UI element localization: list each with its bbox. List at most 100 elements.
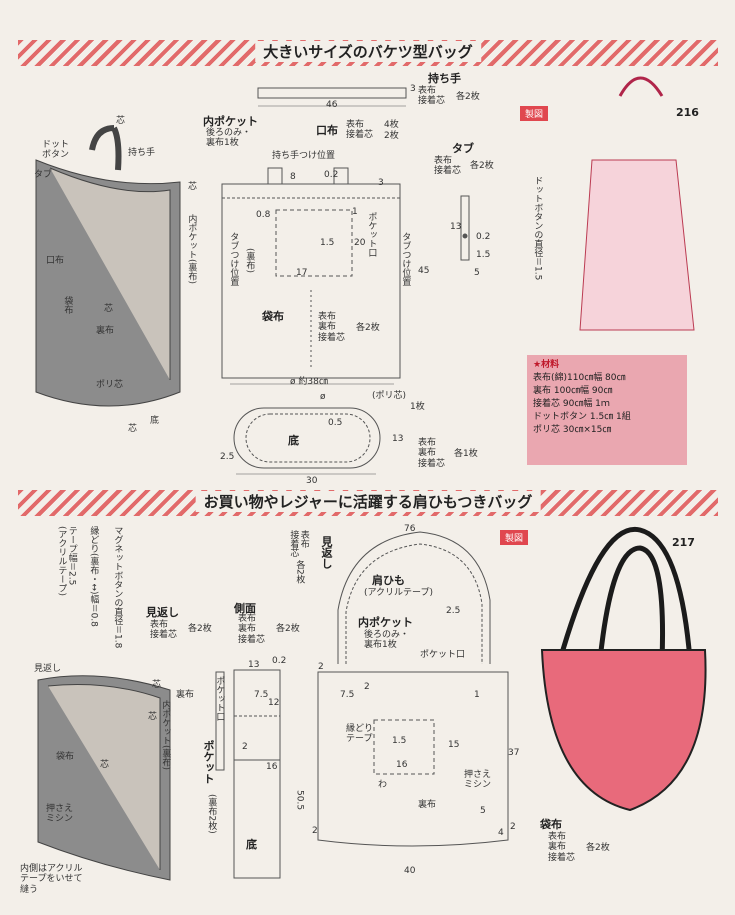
pocket-v-sub: (裏布2枚) [206,794,217,834]
handle-length: 46 [326,100,338,110]
section-title-217: お買い物やレジャーに活躍する肩ひもつきバッグ [195,491,541,512]
illus2-facing: 見返し [34,664,62,674]
illus2-inner-pocket: 内ポケット(裏布) [160,700,171,771]
draft-badge-217: 製図 [500,530,529,545]
tab-position-right: タブつけ位置 [400,232,411,286]
bottom-piece [233,407,381,469]
dim-0-2: 0.2 [272,656,287,666]
strap-outline [337,531,491,664]
illus-tab: タブ [34,170,53,180]
dim-2d: 2 [312,826,318,836]
illus-inner-pocket: 内ポケット(裏布) [186,214,197,285]
dim-1-5: 1.5 [320,238,335,248]
poly-core-count: 1枚 [410,402,425,412]
illus2-shin-3: 芯 [100,760,110,770]
illus-mouth: 口布 [46,256,65,266]
magnet-note: マグネットボタンの直径＝1.8 [112,526,123,649]
inner-pocket-label: 内ポケット [203,115,258,128]
dim-4: 4 [498,828,504,838]
bottom-radius: 2.5 [220,452,235,462]
side-label: 側面 [234,602,256,615]
draft-badge-216: 製図 [520,106,549,121]
illus2-lining: 裏布 [176,690,195,700]
illus-shin-4: 芯 [128,424,138,434]
facing-label: 見返し [146,606,179,619]
body-count-216: 各2枚 [356,323,380,333]
lining-217: 裏布 [418,800,437,810]
dim-1-217: 1 [474,690,480,700]
trim-note: 縁どり(裏布・↔)幅＝0.8 [88,526,99,627]
lining-label-216: (裏布) [244,248,255,274]
handle-width: 3 [410,84,416,94]
tab-label: タブ [452,142,474,155]
bottom-seam: 0.5 [328,418,343,428]
illus-handle: 持ち手 [128,148,156,158]
material-item: 裏布 100㎝幅 90㎝ [533,386,613,397]
body-sub-216: 表布 裏布 接着芯 [318,312,346,343]
illus-lining: 裏布 [96,326,115,336]
tab-position-left: タブつけ位置 [228,232,239,286]
pocket-mouth-216: ポケット口 [366,212,377,257]
illus-shin-1: 芯 [116,116,126,126]
body-label-217: 袋布 [540,818,562,831]
dim-7-5: 7.5 [254,690,269,700]
mouth-count-4: 4枚 [384,120,399,130]
tab-piece [460,195,470,261]
dim-45: 45 [418,266,430,276]
dim-5-217: 5 [480,806,486,816]
inner-pocket-sub: 後ろのみ・ 裏布1枚 [206,128,252,149]
facing-sub: 表布 接着芯 [150,620,178,641]
illus2-shin-1: 芯 [152,680,162,690]
bag-photo-216 [579,159,695,331]
material-item: 表布(綿)110㎝幅 80㎝ [533,373,626,384]
body-sub-217: 表布 裏布 接着芯 [548,832,576,863]
inner-pocket-217-label: 内ポケット [358,616,413,629]
mouth-label: 口布 [316,124,338,137]
handle-label: 持ち手 [428,72,461,85]
strap-sub: (アクリルテープ) [364,588,434,598]
pattern-number-216: 216 [676,106,699,119]
dot-button-note: ドットボタンの直径＝1.5 [532,176,543,281]
dim-12: 12 [268,698,280,708]
dim-7-5b: 7.5 [340,690,355,700]
tab-sub: 表布 接着芯 [434,156,462,177]
side-piece [233,669,281,879]
facing-v-count: 各2枚 [294,560,305,584]
poly-core-label: (ポリ芯) [372,391,407,401]
section-header-216: 大きいサイズのバケツ型バッグ [18,40,718,66]
material-item: 接着芯 90㎝幅 1ｍ [533,399,610,410]
handle-sub: 表布 接着芯 [418,86,446,107]
tape-note: テープ幅＝2.5 (アクリルテープ) [56,526,77,597]
bag-photo-217 [540,649,707,812]
side-sub: 表布 裏布 接着芯 [238,614,266,645]
bottom-height: 13 [392,434,404,444]
materials-box: ★材料 表布(綿)110㎝幅 80㎝ 裏布 100㎝幅 90㎝ 接着芯 90㎝幅… [527,355,687,465]
dim-3: 3 [378,178,384,188]
illus-poly: ポリ芯 [96,380,124,390]
dim-0-8: 0.8 [256,210,271,220]
material-item: ドットボタン 1.5㎝ 1組 [533,412,631,423]
circumference: ø 約38㎝ [290,377,328,387]
dim-5: 5 [474,268,480,278]
side-count: 各2枚 [276,624,300,634]
dim-16b: 16 [396,760,408,770]
tab-count: 各2枚 [470,161,494,171]
bottom-label-216: 底 [288,434,299,447]
illus2-topstitch: 押さえ ミシン [46,804,74,825]
dim-2-5: 2.5 [446,606,461,616]
materials-header: ★材料 [533,360,560,370]
fold-mark: わ [378,780,388,790]
dim-8: 8 [290,172,296,182]
handle-position: 持ち手つけ位置 [272,151,336,161]
dim-37: 37 [508,748,520,758]
section-title-216: 大きいサイズのバケツ型バッグ [255,41,481,62]
dim-13: 13 [450,222,462,232]
dim-1: 1 [352,207,358,217]
dim-50-5: 50.5 [294,790,305,811]
dim-2a: 2 [318,662,324,672]
illus-dot-button: ドット ボタン [42,140,70,161]
dim-17: 17 [296,268,308,278]
dim-2e: 2 [364,682,370,692]
illus2-note: 内側はアクリル テープをいせて 縫う [20,864,83,895]
